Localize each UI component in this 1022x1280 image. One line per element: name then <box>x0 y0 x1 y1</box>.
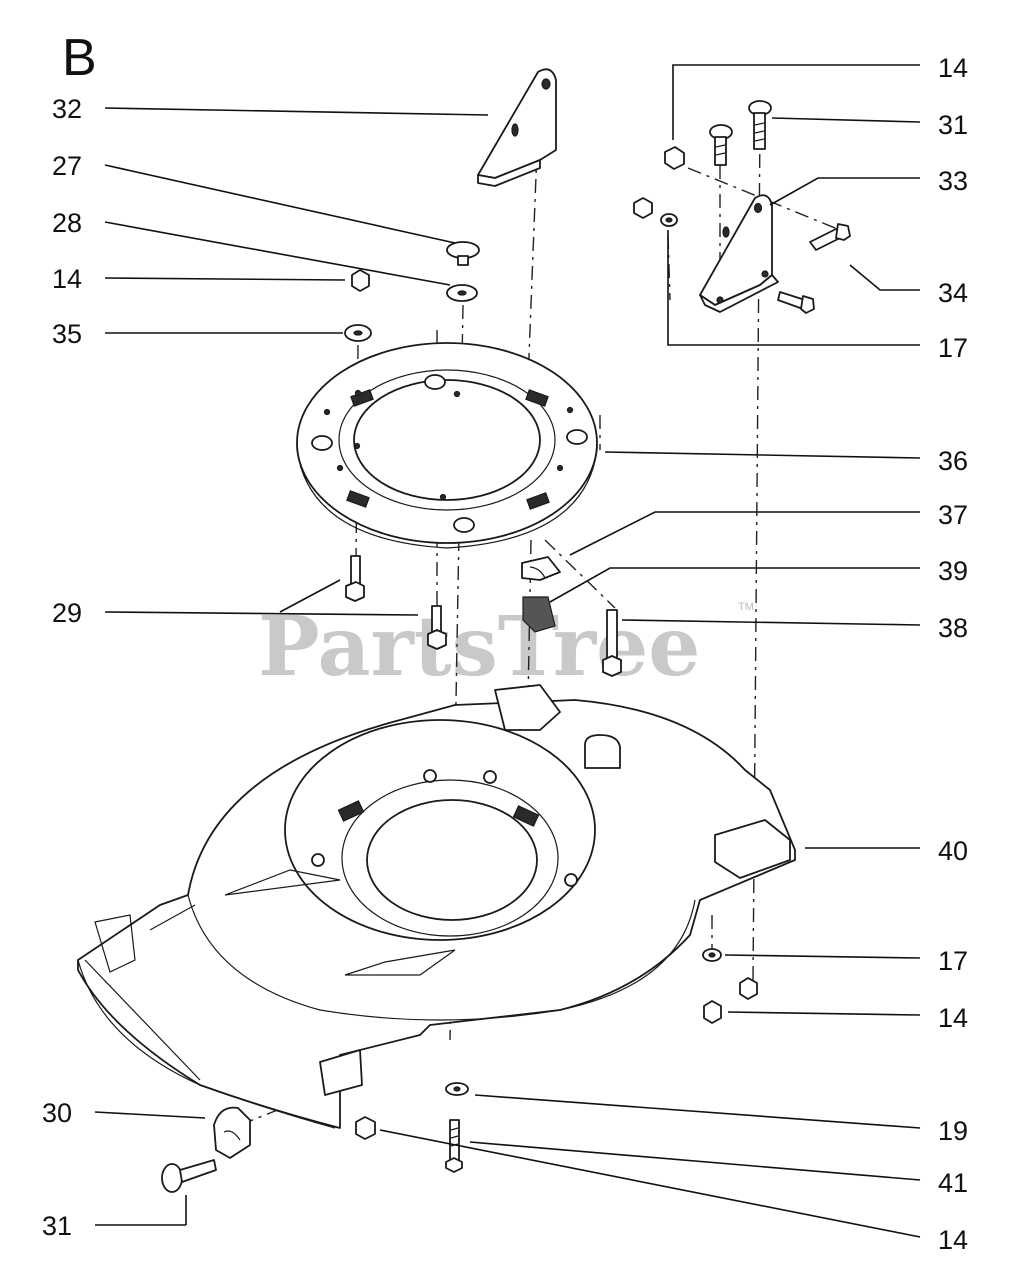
callout-label: 29 <box>52 598 82 628</box>
mounting-plate-36 <box>296 342 598 549</box>
callout-label: 35 <box>52 319 82 349</box>
callout-label: 34 <box>938 278 968 308</box>
nut-and-washer-top-right <box>633 146 685 227</box>
callout-label: 28 <box>52 208 82 238</box>
section-letter: B <box>62 29 97 87</box>
mower-deck-40 <box>77 684 796 1129</box>
callout-label: 19 <box>938 1116 968 1146</box>
callout-label: 17 <box>938 946 968 976</box>
watermark: PartsTree <box>258 599 700 695</box>
callout-label: 17 <box>938 333 968 363</box>
hardware-stack-left <box>344 241 480 342</box>
callout-label: 31 <box>42 1211 72 1241</box>
callout-label: 30 <box>42 1098 72 1128</box>
callout-label: 14 <box>938 1225 968 1255</box>
leader-lines <box>94 64 921 1238</box>
callout-label: 14 <box>938 1003 968 1033</box>
callout-label: 39 <box>938 556 968 586</box>
callout-label: 14 <box>52 264 82 294</box>
callout-label: 33 <box>938 166 968 196</box>
hardware-bottom-right <box>702 948 758 1024</box>
trademark-mark: TM <box>738 601 754 613</box>
hex-bolt-34 <box>777 223 851 314</box>
clip-parts-37-39 <box>521 556 561 633</box>
callout-label: 32 <box>52 94 82 124</box>
callout-label: 31 <box>938 110 968 140</box>
callout-label: 36 <box>938 446 968 476</box>
callout-label: 37 <box>938 500 968 530</box>
callout-label: 41 <box>938 1168 968 1198</box>
hardware-bottom-center <box>355 1082 469 1173</box>
clip-bracket-30 <box>161 1106 251 1193</box>
callout-label: 14 <box>938 53 968 83</box>
callout-label: 38 <box>938 613 968 643</box>
callout-label: 40 <box>938 836 968 866</box>
bracket-part-33 <box>699 194 779 313</box>
exploded-view-drawing <box>77 68 851 1193</box>
callout-label: 27 <box>52 151 82 181</box>
bracket-part-32 <box>477 68 557 187</box>
carriage-bolt-31-top <box>709 100 772 166</box>
bolts-29-38 <box>345 555 622 677</box>
callout-labels: 32 27 28 14 35 29 30 31 14 31 33 34 17 3… <box>42 53 968 1255</box>
